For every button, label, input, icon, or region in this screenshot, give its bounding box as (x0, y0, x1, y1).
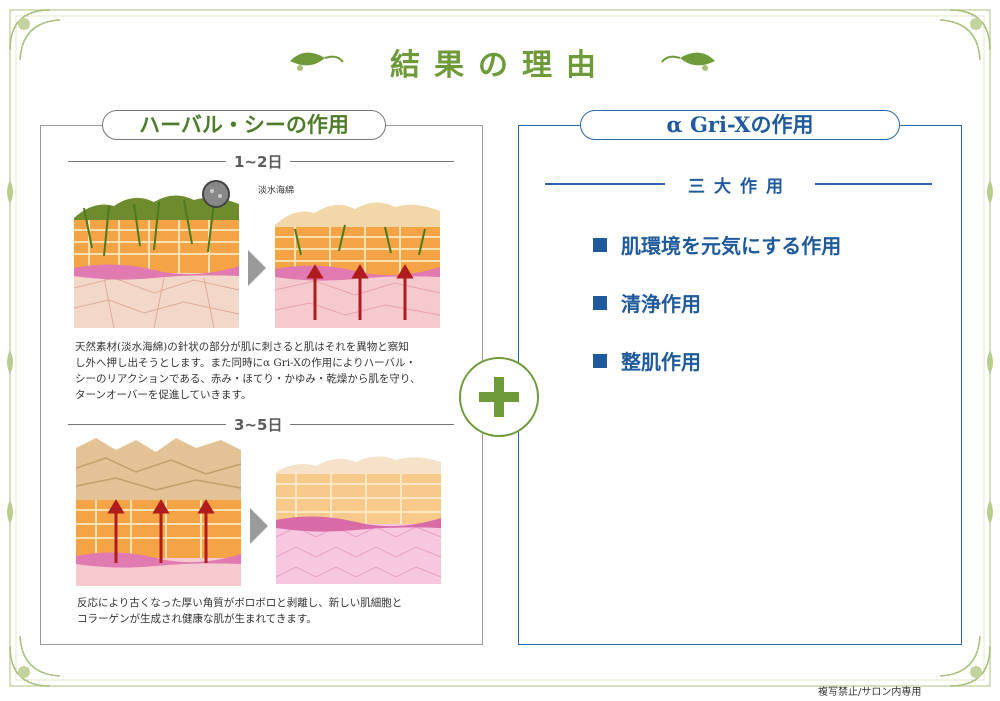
square-bullet-icon (593, 353, 607, 368)
effect-label: 清浄作用 (621, 292, 701, 316)
plus-icon (479, 377, 519, 417)
page-title: 結果の理由 (390, 48, 610, 83)
grix-panel (518, 125, 962, 645)
stage1-desc-line: 天然素材(淡水海綿)の針状の部分が肌に刺さると肌はそれを異物と察知 (75, 341, 409, 353)
skin-healthy-illustration (276, 456, 442, 584)
effect-item: 整肌作用 (593, 346, 701, 375)
copyright-notice: 複写禁止/サロン内専用 (818, 687, 922, 698)
effect-item: 肌環境を元気にする作用 (593, 230, 841, 259)
effect-label: 肌環境を元気にする作用 (621, 234, 842, 258)
stage2-description: 反応により古くなった厚い角質がボロボロと剥離し、新しい肌細胞と コラーゲンが生成… (77, 595, 457, 627)
stage1-desc-line: ターンオーバーを促進していきます。 (75, 389, 252, 401)
grix-panel-heading: α Gri-Xの作用 (580, 110, 900, 140)
freshwater-sponge-label: 淡水海綿 (258, 186, 295, 196)
skin-reaction-illustration (275, 202, 441, 328)
square-bullet-icon (593, 237, 607, 252)
effect-item: 清浄作用 (593, 288, 701, 317)
stage1-description: 天然素材(淡水海綿)の針状の部分が肌に刺さると肌はそれを異物と察知 し外へ押し出… (75, 339, 455, 403)
stage1-arrow-icon (248, 250, 266, 286)
effect-label: 整肌作用 (621, 350, 701, 374)
stage2-label: 3~5日 (226, 414, 291, 435)
subheading-rule-right (815, 183, 932, 185)
stage1-label: 1~2日 (226, 151, 291, 172)
right-leaf-ornament (661, 52, 715, 71)
square-bullet-icon (593, 295, 607, 310)
skin-before-illustration (74, 180, 240, 328)
stage1-desc-line: シーのリアクションである、赤み・ほてり・かゆみ・乾燥から肌を守り、 (75, 373, 421, 385)
herbal-panel-heading: ハーバル・シーの作用 (102, 110, 386, 140)
skin-peeling-illustration (76, 438, 242, 586)
plus-circle (459, 357, 539, 437)
stage2-arrow-icon (250, 508, 268, 544)
stage1-desc-line: し外へ押し出そうとします。また同時にα Gri-Xの作用によりハーバル・ (75, 357, 416, 369)
three-effects-subheading: 三大作用 (665, 172, 815, 197)
stage2-desc-line: 反応により古くなった厚い角質がボロボロと剥離し、新しい肌細胞と (77, 597, 403, 609)
subheading-rule-left (545, 183, 665, 185)
left-leaf-ornament (290, 52, 344, 71)
stage2-desc-line: コラーゲンが生成され健康な肌が生まれてきます。 (77, 613, 317, 625)
